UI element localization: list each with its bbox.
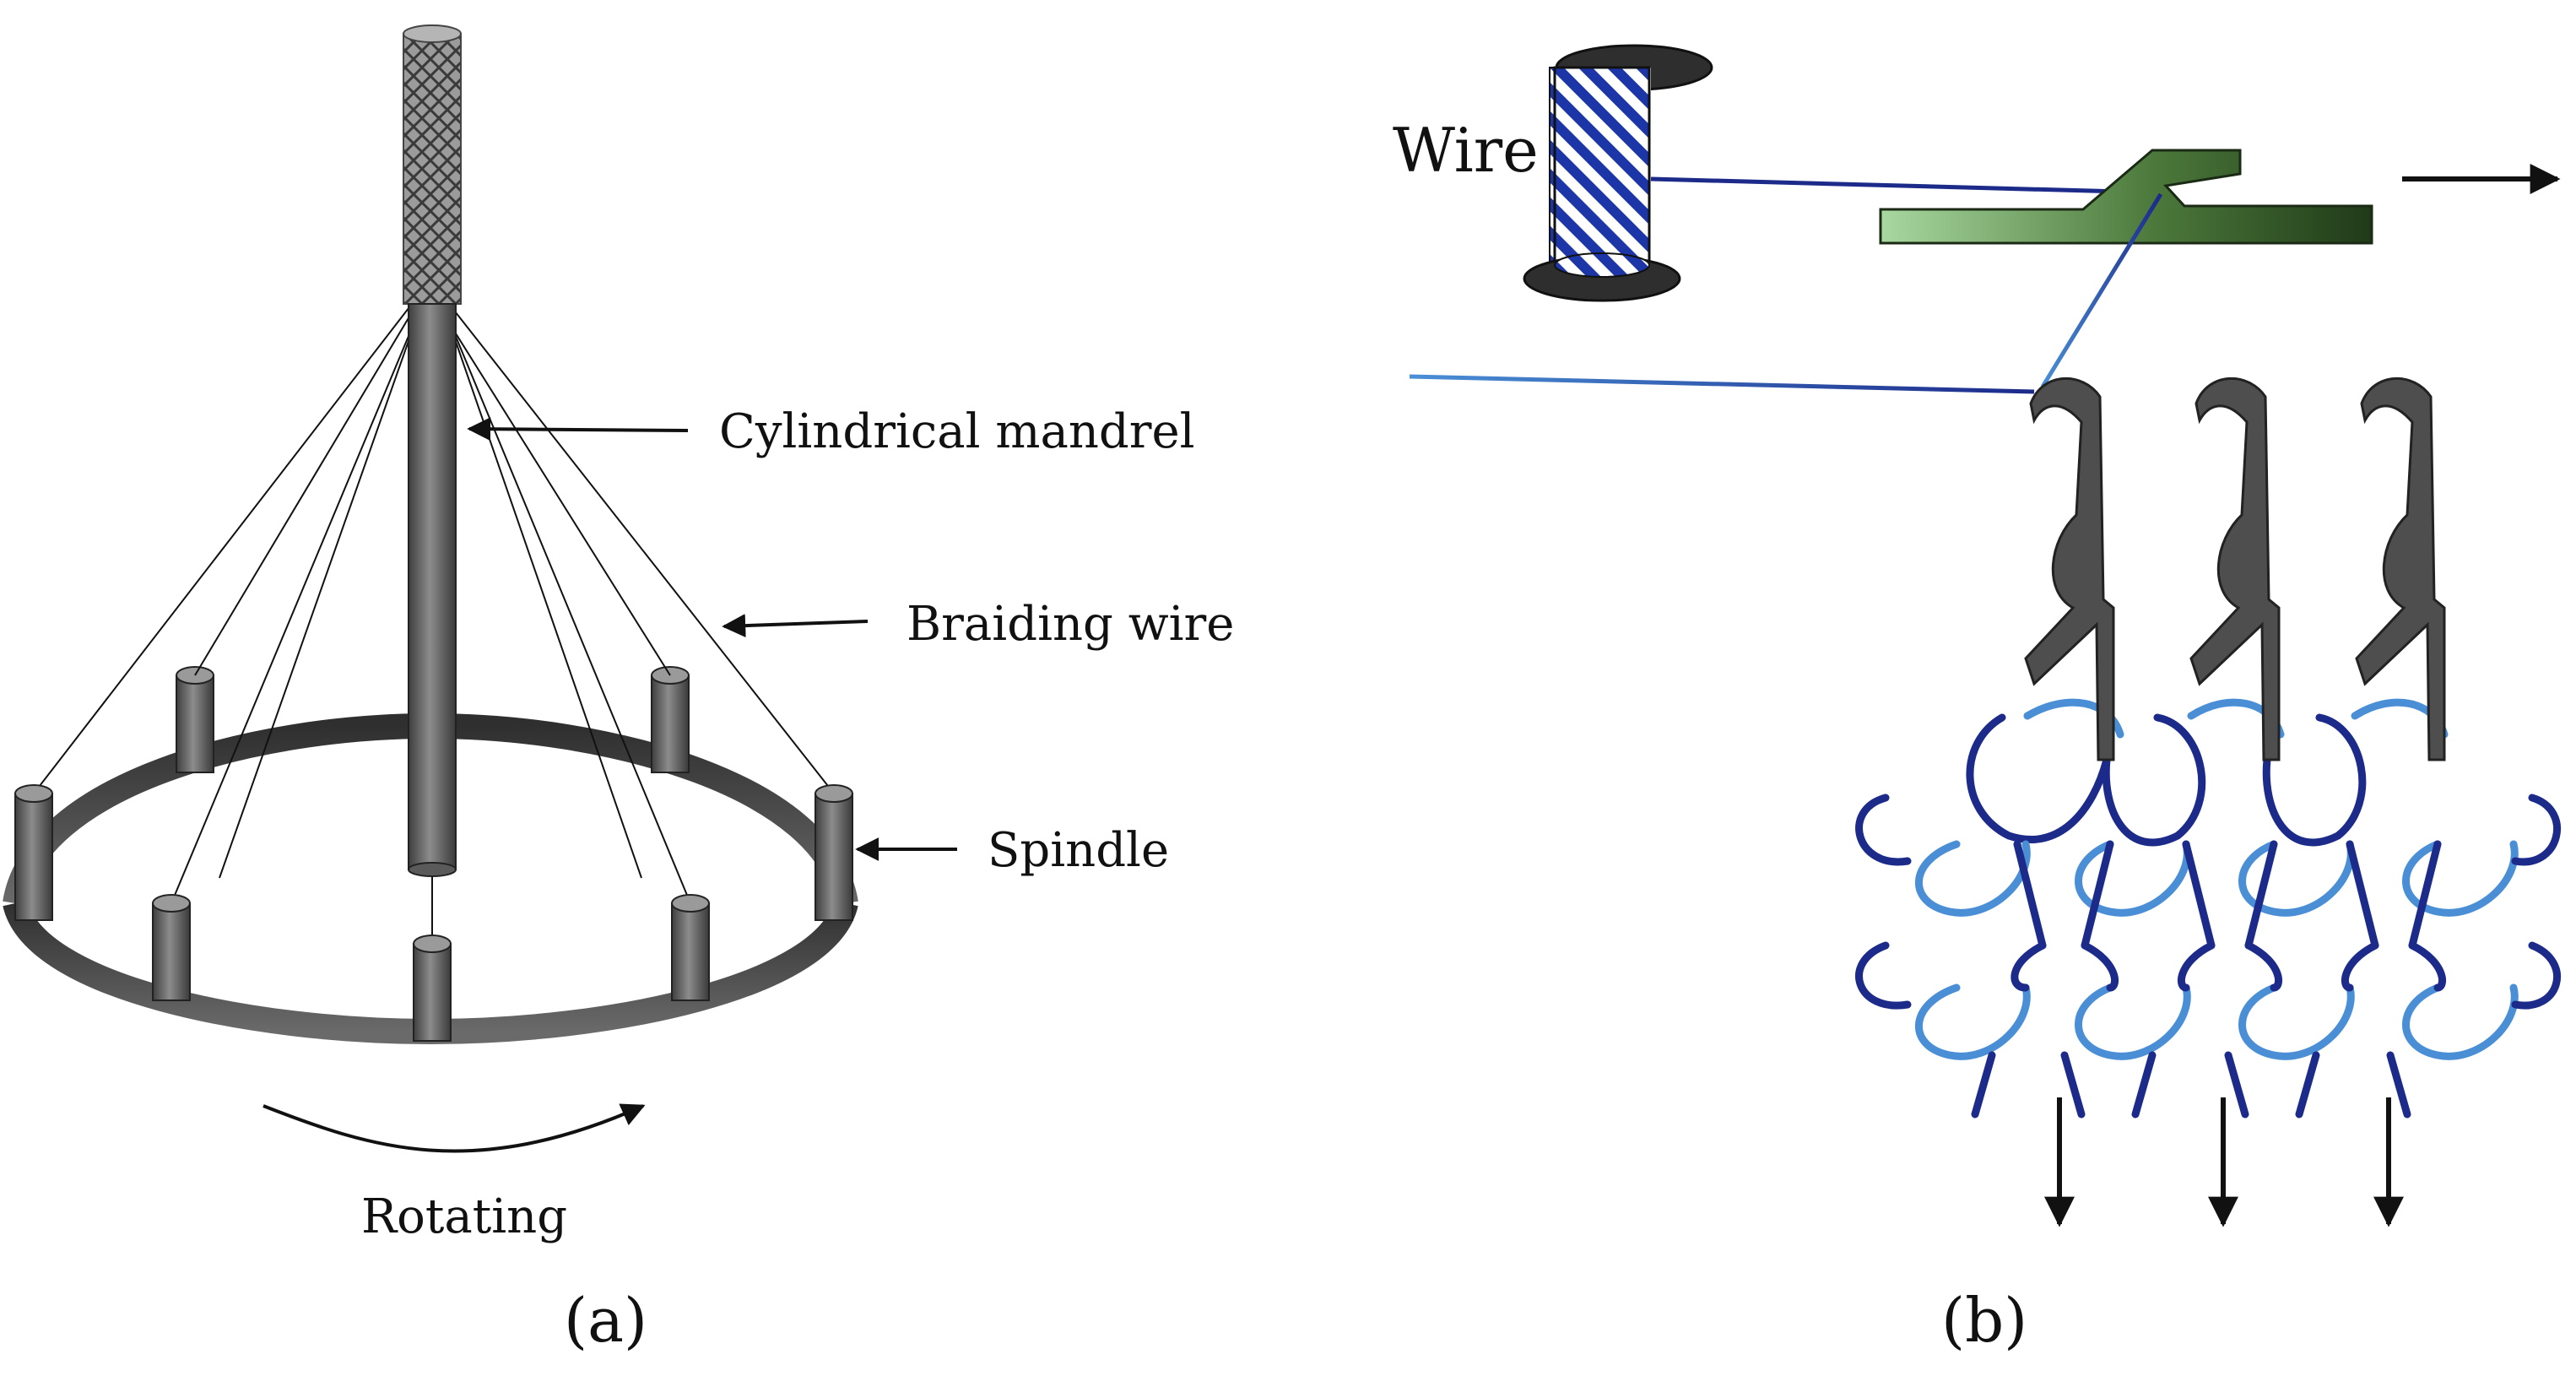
cylindrical-mandrel xyxy=(403,24,462,877)
wire-to-needle xyxy=(2040,192,2163,388)
arrow-right-icon xyxy=(467,417,689,442)
spindle-right xyxy=(814,784,853,921)
spindle-front-center xyxy=(413,934,452,1042)
panel-b-knitting: Wire (b) xyxy=(1367,0,2576,1376)
label-rotating: Rotating xyxy=(361,1189,568,1244)
needle-icon xyxy=(2189,377,2281,761)
arrow-right-icon xyxy=(722,614,869,638)
label-braiding-wire: Braiding wire xyxy=(906,597,1235,652)
knitted-fabric xyxy=(1855,698,2561,1119)
curved-arrow-icon xyxy=(262,1103,646,1153)
label-spindle: Spindle xyxy=(988,823,1170,878)
spindle-back-right xyxy=(651,666,690,773)
spool-icon xyxy=(1523,44,1713,490)
label-cylindrical-mandrel: Cylindrical mandrel xyxy=(719,404,1195,459)
braiding-diagram xyxy=(3,24,957,1153)
spindle-left xyxy=(14,784,53,921)
panel-a-braiding: Cylindrical mandrel Braiding wire Spindl… xyxy=(3,24,1235,1356)
braiding-wires xyxy=(33,303,835,944)
label-wire: Wire xyxy=(1393,115,1539,186)
spindle-back-left xyxy=(176,666,214,773)
wire-guide xyxy=(1879,149,2373,245)
caption-a: (a) xyxy=(564,1285,648,1356)
needle-icon xyxy=(2355,377,2446,761)
caption-b: (b) xyxy=(1941,1285,2028,1356)
wire-incoming xyxy=(1409,374,2035,394)
wire-feed xyxy=(1650,176,2153,195)
needle-icon xyxy=(2024,377,2115,761)
spindle-front-right xyxy=(671,894,710,1001)
knitting-diagram xyxy=(1409,44,2561,1227)
spindle-front-left xyxy=(152,894,191,1001)
